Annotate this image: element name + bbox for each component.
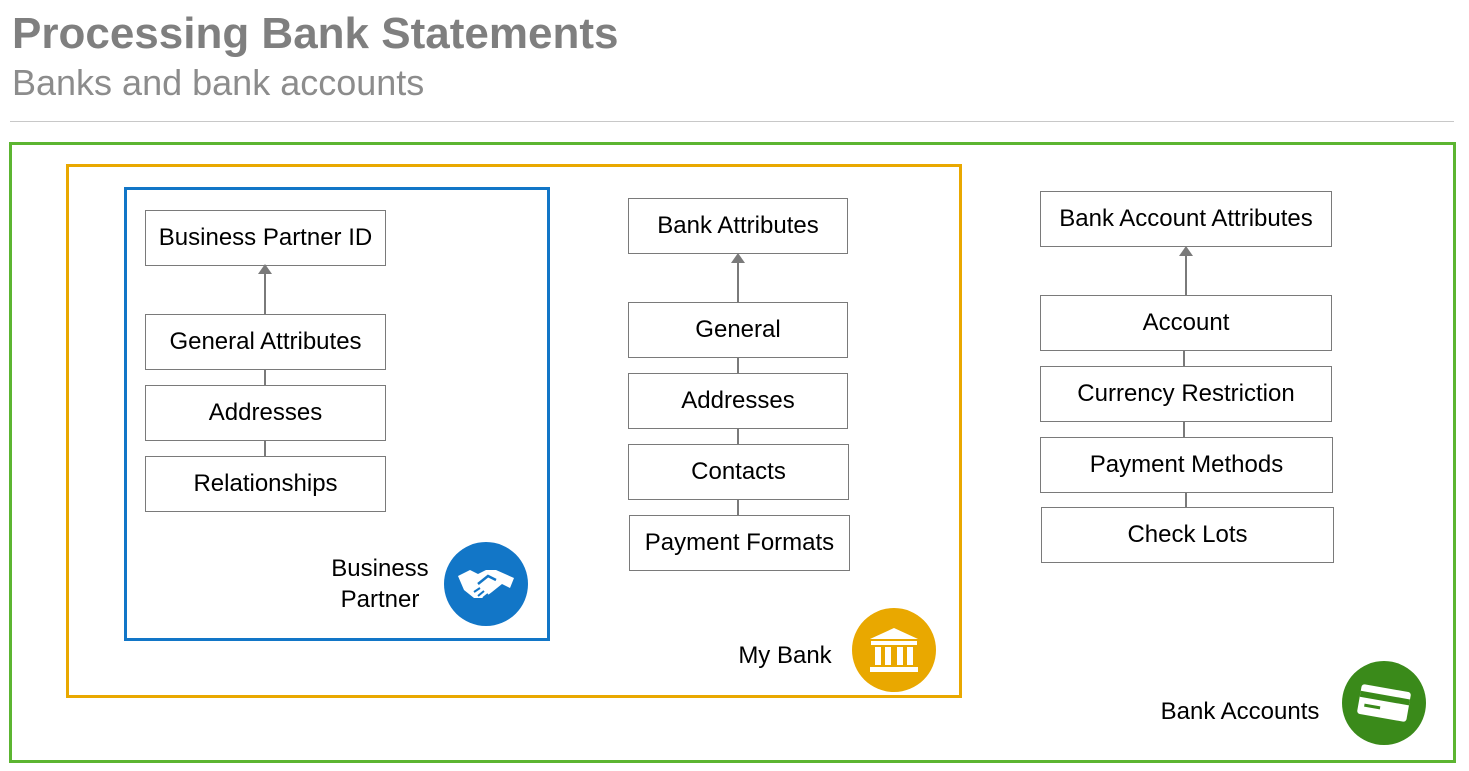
bank-arrow-shaft — [737, 262, 739, 303]
bp-relationships-box: Relationships — [145, 456, 386, 512]
account-connector — [1185, 493, 1187, 508]
business-partner-label-line1: Business — [331, 555, 429, 582]
bank-arrowhead — [731, 253, 745, 263]
bank-connector — [737, 429, 739, 444]
bank-contacts-box: Contacts — [628, 444, 849, 500]
credit-card-icon — [1342, 661, 1426, 745]
bank-payment-formats-box: Payment Formats — [629, 515, 850, 571]
business-partner-frame — [124, 187, 550, 641]
bank-account-attributes-box: Bank Account Attributes — [1040, 191, 1332, 247]
check-lots-box: Check Lots — [1041, 507, 1334, 563]
bp-general-attributes-box: General Attributes — [145, 314, 386, 370]
handshake-icon — [444, 542, 528, 626]
business-partner-label: Business Partner — [318, 553, 442, 615]
bp-connector — [264, 370, 266, 385]
bank-accounts-label: Bank Accounts — [1160, 698, 1320, 725]
page-subtitle: Banks and bank accounts — [12, 62, 425, 103]
bank-general-box: General — [628, 302, 848, 358]
my-bank-frame — [66, 164, 962, 698]
bank-attributes-box: Bank Attributes — [628, 198, 848, 254]
my-bank-label: My Bank — [738, 642, 832, 669]
account-connector — [1183, 351, 1185, 366]
header-divider — [10, 121, 1454, 122]
bank-addresses-box: Addresses — [628, 373, 848, 429]
bp-connector — [264, 441, 266, 456]
business-partner-id-box: Business Partner ID — [145, 210, 386, 266]
business-partner-label-line2: Partner — [340, 586, 420, 613]
bp-arrow-shaft — [264, 273, 266, 315]
bp-arrowhead — [258, 264, 272, 274]
account-arrowhead — [1179, 246, 1193, 256]
payment-methods-box: Payment Methods — [1040, 437, 1333, 493]
account-arrow-shaft — [1185, 255, 1187, 296]
bank-connector — [737, 500, 739, 515]
bank-accounts-frame — [9, 142, 1456, 763]
account-box: Account — [1040, 295, 1332, 351]
bank-building-icon — [852, 608, 936, 692]
currency-restriction-box: Currency Restriction — [1040, 366, 1332, 422]
bank-connector — [737, 358, 739, 373]
account-connector — [1183, 422, 1185, 437]
page-title: Processing Bank Statements — [12, 9, 619, 58]
bp-addresses-box: Addresses — [145, 385, 386, 441]
